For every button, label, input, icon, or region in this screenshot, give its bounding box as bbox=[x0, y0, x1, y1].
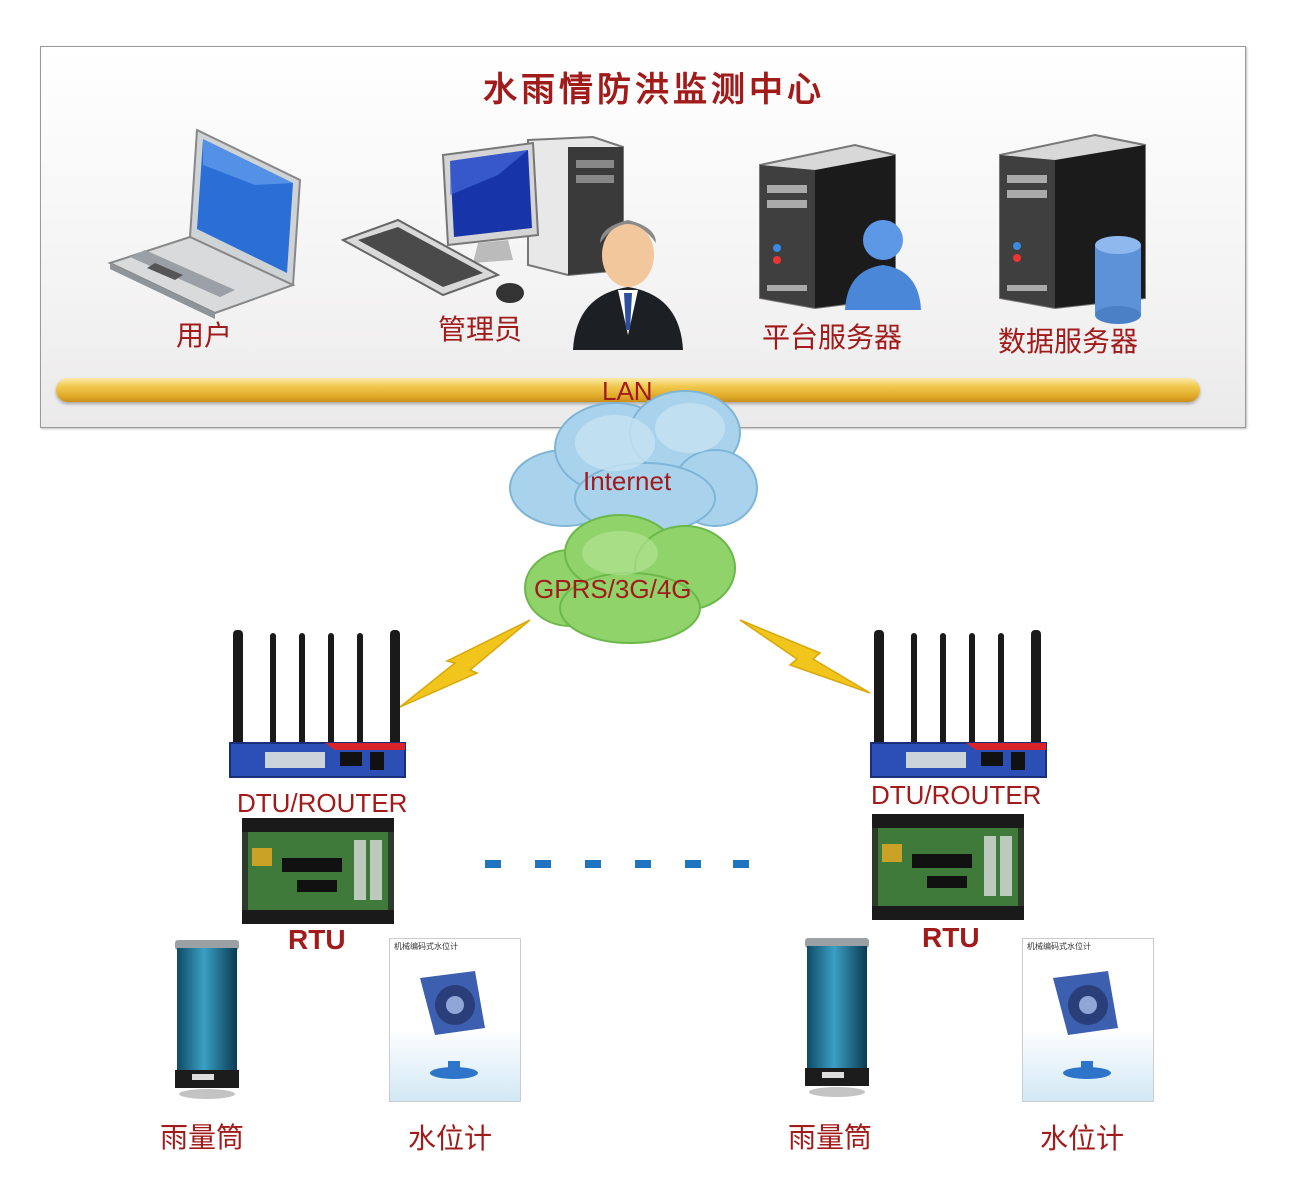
internet-cloud-icon bbox=[509, 390, 758, 534]
rtu-board-left-icon bbox=[242, 818, 394, 924]
laptop-icon bbox=[107, 128, 302, 319]
lightning-right-icon bbox=[739, 619, 871, 694]
lightning-left-icon bbox=[399, 619, 531, 708]
rtu-board-right-icon bbox=[872, 814, 1024, 920]
router-right-icon bbox=[870, 630, 1047, 778]
router-label-right: DTU/ROUTER bbox=[871, 780, 1042, 810]
rain-gauge-left-icon bbox=[175, 940, 239, 1099]
rtu-label-right: RTU bbox=[922, 922, 980, 953]
lan-label: LAN bbox=[602, 376, 653, 406]
node-label-admin: 管理员 bbox=[438, 313, 523, 346]
platform-server-icon bbox=[759, 143, 921, 310]
router-left-icon bbox=[229, 630, 406, 778]
water-level-image-left: 机械编码式水位计 bbox=[389, 938, 521, 1102]
router-label-left: DTU/ROUTER bbox=[237, 788, 408, 818]
node-label-platform-server: 平台服务器 bbox=[762, 321, 903, 354]
ellipsis-dashes bbox=[485, 860, 749, 868]
admin-computer-icon bbox=[340, 135, 683, 350]
meter-caption-left: 机械编码式水位计 bbox=[394, 942, 458, 951]
water-level-label-left: 水位计 bbox=[408, 1122, 493, 1155]
rtu-label-left: RTU bbox=[288, 924, 346, 955]
meter-caption-right: 机械编码式水位计 bbox=[1027, 942, 1091, 951]
water-level-label-right: 水位计 bbox=[1040, 1122, 1125, 1155]
rain-gauge-label-left: 雨量筒 bbox=[160, 1121, 245, 1154]
center-title: 水雨情防洪监测中心 bbox=[483, 70, 825, 110]
rain-gauge-right-icon bbox=[805, 938, 869, 1097]
lan-bar bbox=[56, 378, 1200, 402]
mobile-network-label: GPRS/3G/4G bbox=[534, 574, 692, 604]
node-label-user: 用户 bbox=[176, 319, 233, 352]
node-label-data-server: 数据服务器 bbox=[998, 325, 1139, 358]
rain-gauge-label-right: 雨量筒 bbox=[788, 1121, 873, 1154]
data-server-icon bbox=[999, 133, 1146, 324]
internet-label: Internet bbox=[583, 466, 672, 496]
mobile-network-cloud-icon bbox=[524, 514, 736, 644]
water-level-image-right: 机械编码式水位计 bbox=[1022, 938, 1154, 1102]
